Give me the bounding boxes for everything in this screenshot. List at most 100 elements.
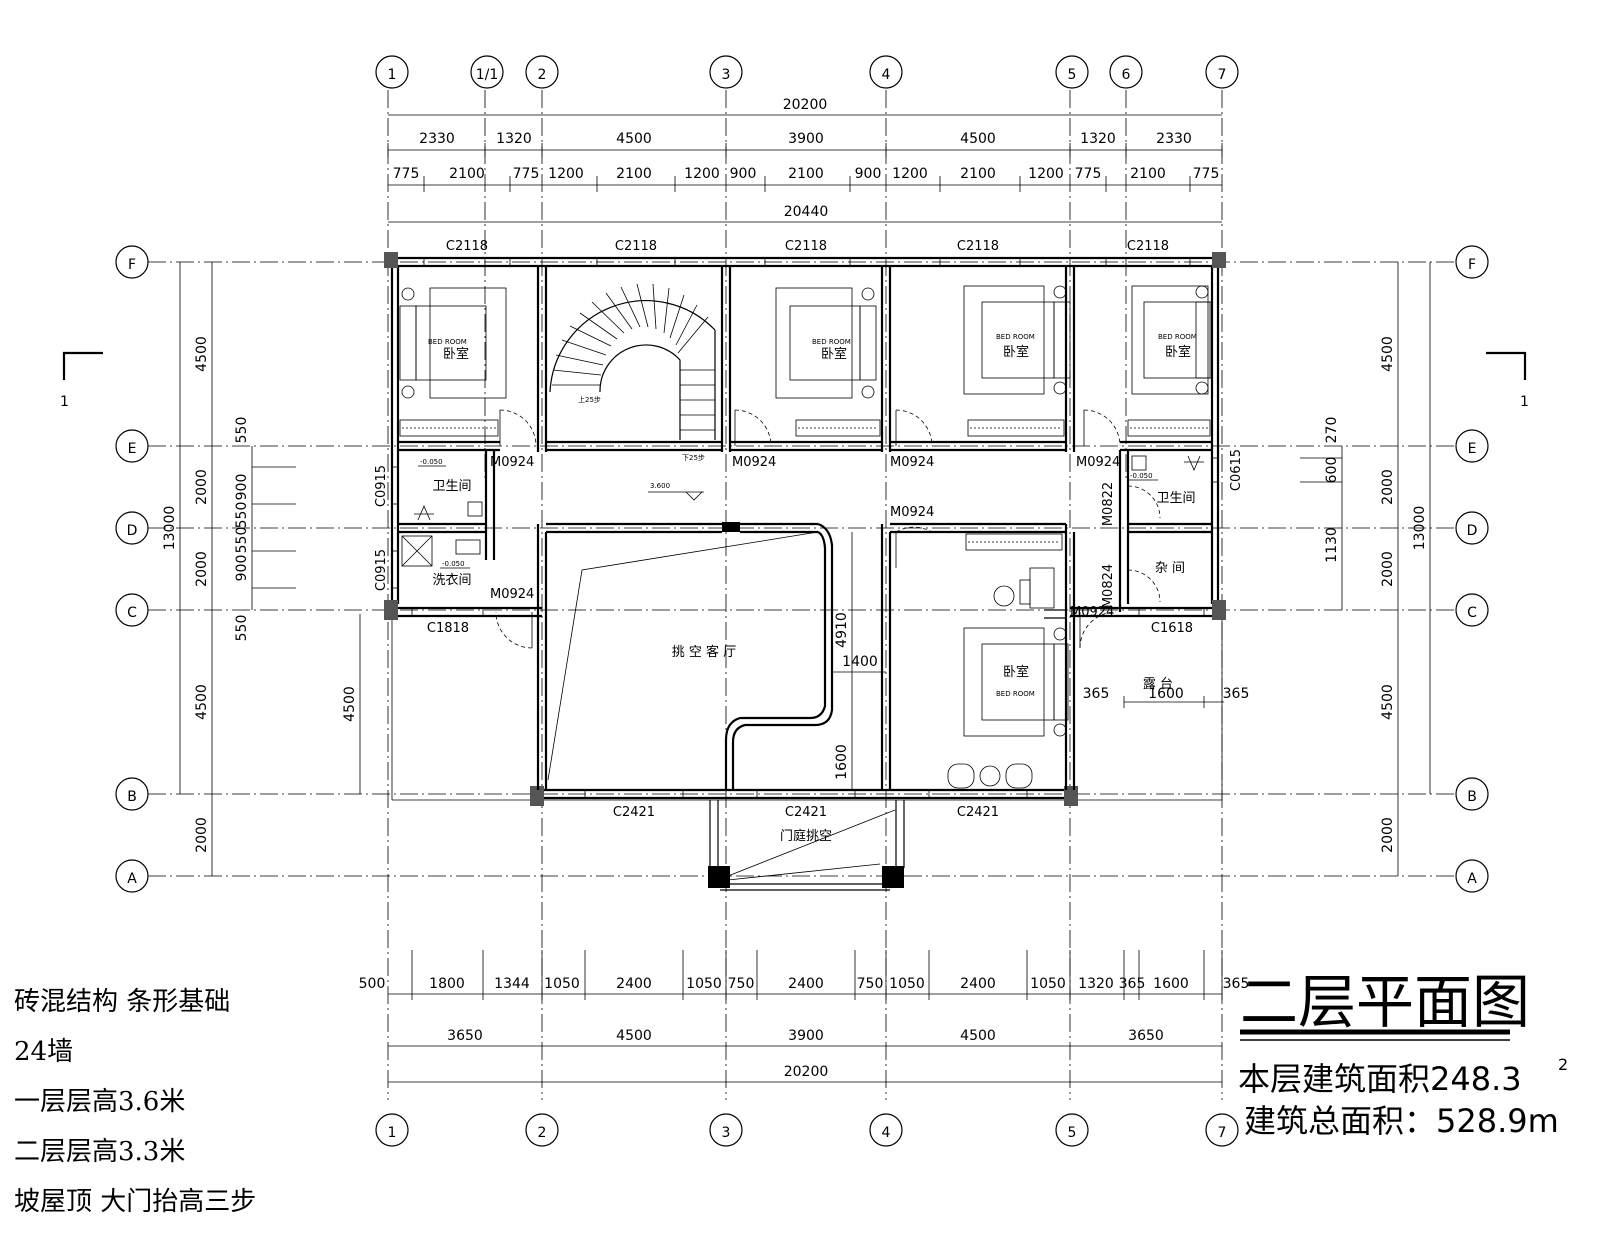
svg-text:M0824: M0824	[1101, 564, 1116, 608]
svg-text:2100: 2100	[788, 166, 824, 182]
svg-text:900: 900	[234, 474, 250, 501]
svg-text:1600: 1600	[834, 744, 850, 780]
svg-text:C2421: C2421	[613, 805, 655, 820]
void-inner-dims: 4910 1400 1600	[832, 532, 886, 790]
bedroom-1: BED ROOM 卧室	[399, 287, 507, 437]
svg-text:1050: 1050	[1030, 976, 1066, 992]
svg-text:2330: 2330	[419, 131, 455, 147]
title-block: 二层平面图 本层建筑面积248.3 2 建筑总面积：528.9m	[1238, 968, 1568, 1140]
svg-text:1800: 1800	[429, 976, 465, 992]
bottom-windows: C2421 C2421 C2421	[584, 789, 1028, 820]
svg-text:卫生间: 卫生间	[432, 479, 471, 494]
svg-text:M0924: M0924	[890, 455, 934, 470]
svg-text:3: 3	[722, 67, 731, 83]
svg-text:露 台: 露 台	[1143, 677, 1173, 692]
svg-text:A: A	[1467, 871, 1477, 887]
svg-text:C: C	[127, 605, 137, 621]
svg-text:900: 900	[234, 555, 250, 582]
svg-text:1344: 1344	[494, 976, 530, 992]
svg-text:2330: 2330	[1156, 131, 1192, 147]
svg-text:杂 间: 杂 间	[1155, 561, 1185, 576]
svg-text:4: 4	[882, 67, 891, 83]
svg-text:4500: 4500	[616, 1028, 652, 1044]
axis-bubble-1: 1	[375, 55, 409, 89]
svg-text:1200: 1200	[1028, 166, 1064, 182]
axis-bubble-bottom-7: 7	[1205, 1113, 1239, 1147]
svg-text:C0915: C0915	[374, 465, 389, 507]
svg-text:3650: 3650	[447, 1028, 483, 1044]
top-windows: C2118 C2118 C2118 C2118 C2118	[423, 239, 1191, 267]
svg-text:2100: 2100	[1130, 166, 1166, 182]
bathroom-right: -0.050 卫生间	[1128, 455, 1204, 506]
svg-text:900: 900	[730, 166, 757, 182]
svg-text:C0615: C0615	[1229, 449, 1244, 491]
svg-text:750: 750	[857, 976, 884, 992]
svg-text:2000: 2000	[1380, 469, 1396, 505]
axis-bubble-D-right: D	[1455, 511, 1489, 545]
svg-text:B: B	[127, 789, 137, 805]
axis-bubble-bottom-4: 4	[869, 1113, 903, 1147]
svg-text:20200: 20200	[783, 97, 828, 113]
svg-text:C2118: C2118	[446, 239, 488, 254]
svg-text:2000: 2000	[194, 817, 210, 853]
svg-text:1: 1	[60, 394, 69, 410]
svg-text:E: E	[1468, 441, 1477, 457]
svg-text:1200: 1200	[684, 166, 720, 182]
svg-text:2000: 2000	[1380, 817, 1396, 853]
svg-text:2100: 2100	[449, 166, 485, 182]
svg-text:M0924: M0924	[490, 455, 534, 470]
svg-text:C0915: C0915	[374, 549, 389, 591]
bedroom-3: BED ROOM 卧室	[963, 285, 1071, 437]
svg-text:2400: 2400	[616, 976, 652, 992]
laundry-room: -0.050 洗衣间	[401, 535, 481, 588]
axis-bubble-bottom-2: 2	[525, 1113, 559, 1147]
axis-bubble-C-right: C	[1455, 593, 1489, 627]
axis-bubble-5: 5	[1055, 55, 1089, 89]
svg-text:2100: 2100	[960, 166, 996, 182]
svg-text:500: 500	[359, 976, 386, 992]
svg-text:775: 775	[1075, 166, 1102, 182]
svg-text:365: 365	[1083, 686, 1110, 702]
svg-text:365: 365	[1119, 976, 1146, 992]
svg-text:1320: 1320	[1080, 131, 1116, 147]
svg-text:750: 750	[728, 976, 755, 992]
svg-text:2000: 2000	[194, 551, 210, 587]
svg-text:1050: 1050	[889, 976, 925, 992]
svg-text:13000: 13000	[1412, 506, 1428, 551]
top-bay-ticks	[387, 143, 1223, 157]
axis-bubble-D-left: D	[115, 511, 149, 545]
axis-bubble-C-left: C	[115, 593, 149, 627]
svg-text:洗衣间: 洗衣间	[432, 572, 471, 588]
columns	[384, 252, 1226, 888]
svg-text:C2118: C2118	[615, 239, 657, 254]
svg-text:4910: 4910	[834, 612, 850, 648]
svg-text:550: 550	[234, 417, 250, 444]
svg-text:775: 775	[1193, 166, 1220, 182]
svg-text:2000: 2000	[194, 469, 210, 505]
svg-text:1600: 1600	[1153, 976, 1189, 992]
svg-text:M0924: M0924	[490, 587, 534, 602]
svg-text:4500: 4500	[960, 1028, 996, 1044]
svg-text:900: 900	[855, 166, 882, 182]
horizontal-axis-lines	[148, 261, 1455, 877]
interior-walls	[398, 266, 1212, 790]
section-mark-right: 1	[1486, 351, 1529, 410]
svg-text:D: D	[1467, 523, 1478, 539]
svg-text:C2421: C2421	[785, 805, 827, 820]
svg-text:1200: 1200	[892, 166, 928, 182]
svg-text:1/1: 1/1	[476, 67, 499, 83]
svg-text:卧室: 卧室	[1003, 344, 1029, 360]
svg-text:D: D	[127, 523, 138, 539]
svg-text:2: 2	[538, 1125, 547, 1141]
svg-text:M0924: M0924	[1070, 605, 1114, 620]
bedroom-5: 卧室 BED ROOM	[947, 533, 1069, 789]
axis-bubble-E-left: E	[115, 429, 149, 463]
svg-text:1: 1	[1520, 394, 1529, 410]
axis-bubble-3: 3	[709, 55, 743, 89]
svg-text:-0.050: -0.050	[1130, 472, 1153, 480]
void-living-room: 挑 空 客 厅	[547, 531, 819, 781]
svg-text:5: 5	[1068, 1125, 1077, 1141]
total-area: 建筑总面积：528.9m	[1244, 1102, 1559, 1140]
svg-text:B: B	[1467, 789, 1477, 805]
axis-bubble-1-1: 1/1	[470, 55, 504, 89]
